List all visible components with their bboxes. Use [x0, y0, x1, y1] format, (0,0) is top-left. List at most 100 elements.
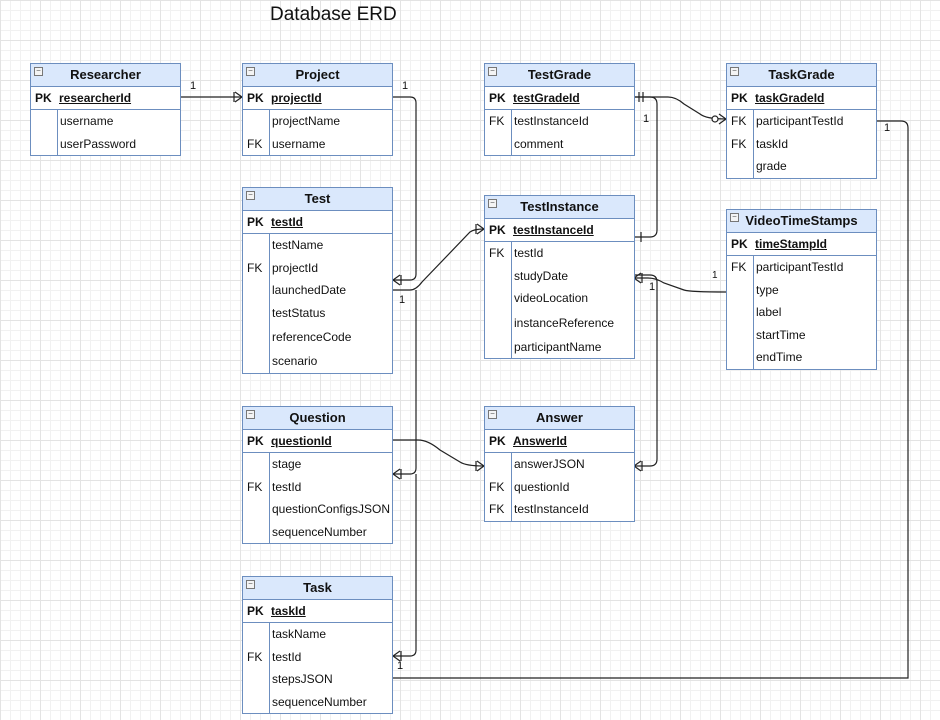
diagram-title: Database ERD	[270, 4, 397, 25]
primary-key-name: timeStampId	[755, 237, 828, 251]
entity-name: Task	[303, 580, 332, 595]
attribute-key	[727, 346, 753, 369]
primary-key-name: testInstanceId	[513, 223, 594, 237]
collapse-icon[interactable]: −	[246, 580, 255, 589]
edge-project-test	[393, 96, 417, 281]
collapse-icon[interactable]: −	[246, 410, 255, 419]
card-researcher-project: 1	[190, 80, 197, 92]
entity-header[interactable]: − Task	[243, 577, 392, 600]
collapse-icon[interactable]: −	[488, 199, 497, 208]
attribute-name: endTime	[756, 350, 803, 364]
edge-testinstance-answer	[634, 274, 658, 467]
edge-question-answer	[393, 439, 485, 467]
entity-header[interactable]: − Project	[243, 64, 392, 87]
entity-header[interactable]: −Test	[243, 188, 392, 211]
entity-header[interactable]: − Answer	[485, 407, 634, 430]
attribute-key	[243, 350, 269, 373]
pk-label: PK	[35, 91, 52, 105]
entity-name: Answer	[536, 410, 583, 425]
collapse-icon[interactable]: −	[730, 213, 739, 222]
key-column: FK	[243, 110, 270, 155]
mark-testgrade-one	[638, 92, 644, 102]
pk-label: PK	[489, 91, 506, 105]
entity-header[interactable]: −TaskGrade	[727, 64, 876, 87]
attribute-name: referenceCode	[272, 330, 352, 344]
entity-header[interactable]: −VideoTimeStamps	[727, 210, 876, 233]
entity-header[interactable]: −TestGrade	[485, 64, 634, 87]
attribute-name: taskId	[756, 136, 789, 151]
attribute-key	[31, 110, 57, 133]
pk-label: PK	[489, 223, 506, 237]
attribute-key: FK	[247, 649, 263, 664]
collapse-icon[interactable]: −	[488, 67, 497, 76]
attribute-name: label	[756, 305, 782, 319]
attribute-key	[243, 623, 269, 646]
attribute-name: stage	[272, 457, 302, 471]
attribute-key	[243, 453, 269, 476]
key-column	[31, 110, 58, 155]
attribute-key	[727, 301, 753, 324]
primary-key-row: PK timeStampId	[727, 233, 876, 256]
pk-label: PK	[731, 91, 748, 105]
attribute-key: FK	[731, 114, 747, 128]
attribute-name: testName	[272, 238, 324, 252]
entity-header[interactable]: −Researcher	[31, 64, 180, 87]
edge-test-question	[393, 290, 417, 475]
attribute-name: testInstanceId	[514, 114, 589, 128]
crowfoot-task-test	[391, 650, 402, 662]
attribute-key	[243, 521, 269, 544]
primary-key-name: taskGradeId	[755, 91, 825, 105]
collapse-icon[interactable]: −	[246, 191, 255, 200]
key-column: FK	[243, 623, 270, 713]
attribute-key: FK	[489, 502, 505, 516]
primary-key-row: PK taskGradeId	[727, 87, 876, 110]
pk-label: PK	[731, 237, 748, 251]
entity-header[interactable]: −Question	[243, 407, 392, 430]
attribute-key: FK	[489, 114, 505, 128]
attribute-key	[485, 265, 511, 288]
attribute-key: FK	[489, 479, 505, 494]
entity-name: Project	[295, 67, 340, 82]
key-column: FK	[485, 242, 512, 358]
collapse-icon[interactable]: −	[246, 67, 255, 76]
attribute-key	[485, 310, 511, 336]
key-column: FK FK	[485, 453, 512, 521]
attribute-key	[243, 498, 269, 521]
attribute-key	[243, 324, 269, 350]
collapse-icon[interactable]: −	[488, 410, 497, 419]
entity-header[interactable]: −TestInstance	[485, 196, 634, 219]
attribute-name: participantTestId	[756, 260, 844, 274]
primary-key-name: questionId	[271, 434, 332, 448]
attribute-name: projectId	[272, 260, 319, 275]
attribute-name: launchedDate	[272, 283, 347, 297]
attribute-name: testId	[514, 246, 544, 260]
attribute-name: testId	[272, 649, 302, 664]
attribute-name: grade	[756, 159, 787, 173]
collapse-icon[interactable]: −	[730, 67, 739, 76]
collapse-icon[interactable]: −	[34, 67, 43, 76]
attribute-key	[485, 336, 511, 359]
